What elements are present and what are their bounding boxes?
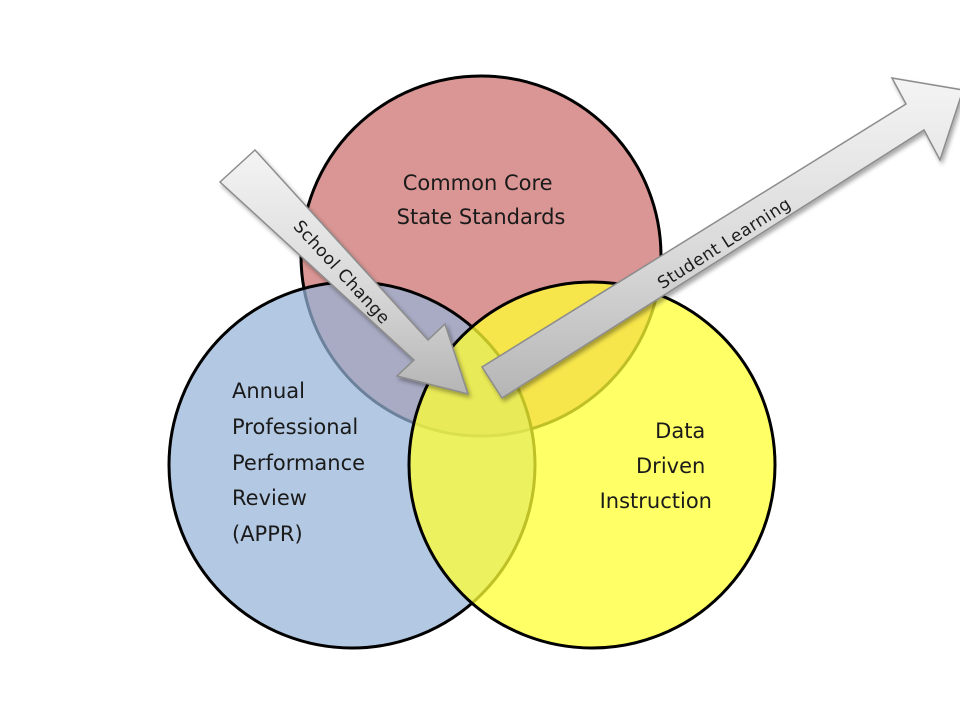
standards-label: Common Core State Standards — [397, 171, 566, 229]
appr-label-line: Performance — [232, 451, 365, 475]
standards-label-line: Common Core — [403, 171, 553, 195]
appr-label-line: Professional — [232, 415, 358, 439]
appr-label: Annual Professional Performance Review (… — [232, 379, 372, 546]
data-label: Data Driven Instruction — [600, 419, 712, 513]
appr-label-line: Review — [232, 486, 307, 510]
data-label-line: Data — [655, 419, 705, 443]
data-label-line: Driven — [636, 454, 705, 478]
standards-label-line: State Standards — [397, 205, 566, 229]
appr-label-line: Annual — [232, 379, 305, 403]
data-label-line: Instruction — [600, 489, 712, 513]
appr-label-line: (APPR) — [232, 522, 303, 546]
student-learning-label: Student Learning — [654, 194, 795, 294]
